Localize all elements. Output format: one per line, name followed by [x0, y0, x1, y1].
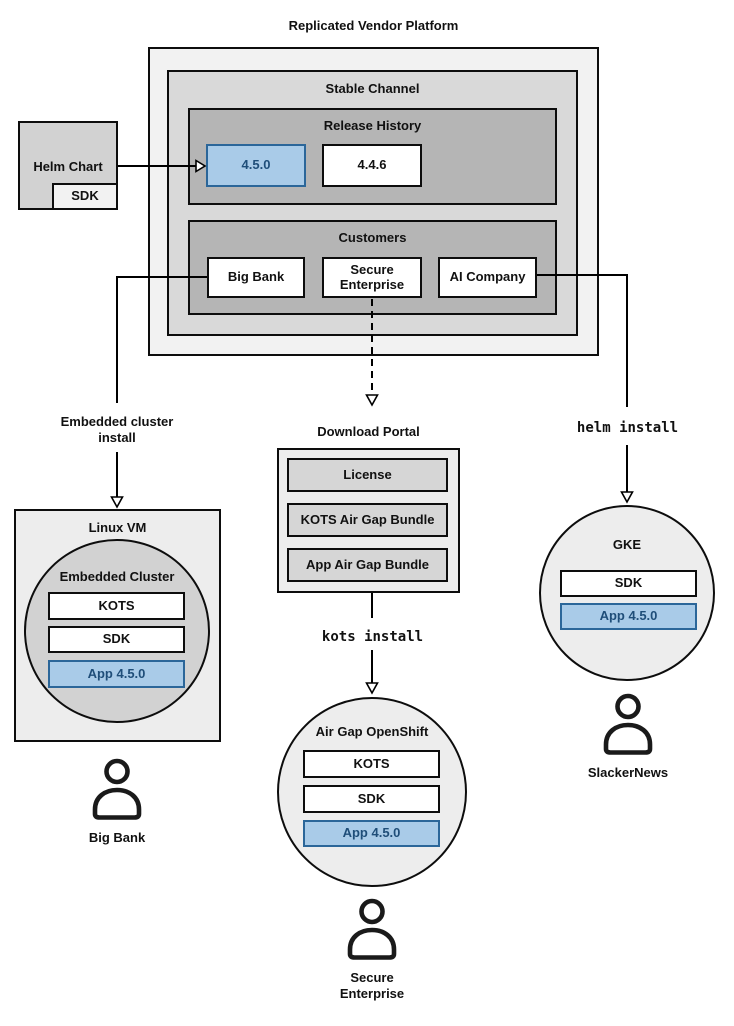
- customer-node-big-bank: Big Bank: [207, 257, 305, 298]
- release-node-4-4-6: 4.4.6: [322, 144, 422, 187]
- gke-label: GKE: [612, 537, 642, 552]
- portal-item-app-airgap-bundle: App Air Gap Bundle: [287, 548, 448, 582]
- linux-vm-label: Linux VM: [88, 520, 147, 535]
- embedded-cluster-label: Embedded Cluster: [59, 569, 175, 584]
- openshift-app-box: App 4.5.0: [303, 820, 440, 847]
- kots-install-edge-label: kots install: [321, 629, 424, 645]
- linux-vm-sdk-box: SDK: [48, 626, 185, 653]
- embedded-install-edge-label: Embedded cluster install: [60, 414, 174, 445]
- slackernews-user-label: SlackerNews: [587, 765, 669, 780]
- secure-enterprise-user-icon: [344, 898, 400, 960]
- linux-vm-kots-box: KOTS: [48, 592, 185, 620]
- big-bank-user-icon: [89, 758, 145, 820]
- download-portal-title: Download Portal: [317, 424, 420, 439]
- customer-node-secure-enterprise: Secure Enterprise: [322, 257, 422, 298]
- stable-channel-label: Stable Channel: [325, 81, 420, 96]
- portal-item-license: License: [287, 458, 448, 492]
- secure-enterprise-user-label: Secure Enterprise: [339, 970, 405, 1001]
- release-history-label: Release History: [323, 118, 422, 133]
- helm-install-edge-label: helm install: [576, 420, 679, 436]
- gke-app-box: App 4.5.0: [560, 603, 697, 630]
- openshift-sdk-box: SDK: [303, 785, 440, 813]
- release-node-4-5-0: 4.5.0: [206, 144, 306, 187]
- big-bank-user-label: Big Bank: [88, 830, 146, 845]
- airgap-openshift-label: Air Gap OpenShift: [315, 724, 429, 739]
- customers-label: Customers: [338, 230, 407, 245]
- gke-sdk-box: SDK: [560, 570, 697, 597]
- slackernews-user-icon: [600, 693, 656, 755]
- helm-chart-sdk-box: SDK: [52, 183, 118, 210]
- customer-node-ai-company: AI Company: [438, 257, 537, 298]
- portal-item-kots-airgap-bundle: KOTS Air Gap Bundle: [287, 503, 448, 537]
- helm-chart-label: Helm Chart: [33, 159, 103, 174]
- linux-vm-app-box: App 4.5.0: [48, 660, 185, 688]
- openshift-kots-box: KOTS: [303, 750, 440, 778]
- diagram-title: Replicated Vendor Platform: [288, 18, 459, 33]
